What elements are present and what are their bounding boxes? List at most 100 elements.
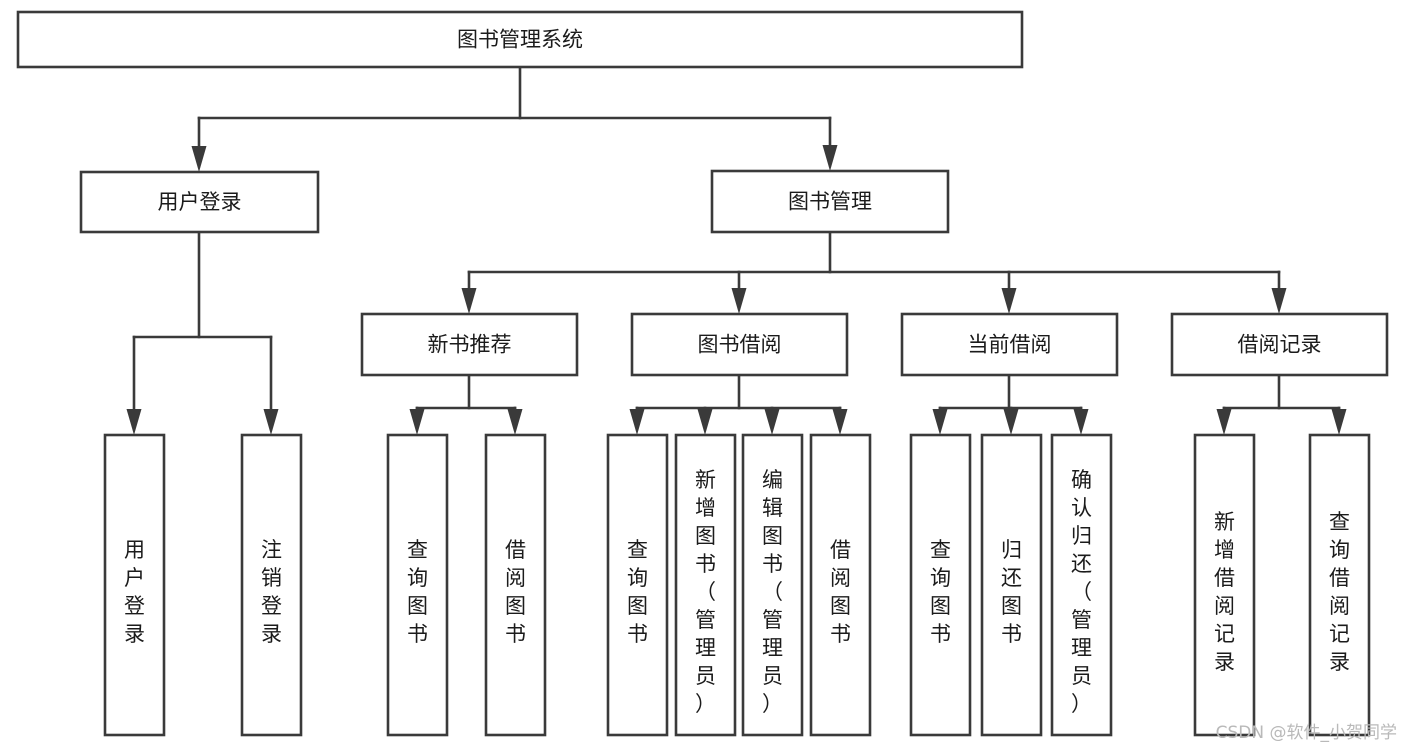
level2-node-user-login-label: 用户登录 bbox=[158, 190, 242, 214]
level3-node-book-borrow-rect[interactable] bbox=[630, 312, 849, 377]
leaf-node-leaf-add-book-rect[interactable] bbox=[674, 433, 737, 737]
leaf-node-leaf-logout-login-rect[interactable] bbox=[240, 433, 303, 737]
leaf-node-leaf-return-book-char: 还 bbox=[1001, 566, 1022, 590]
leaf-node-leaf-query-book-2-rect[interactable] bbox=[606, 433, 669, 737]
leaf-node-leaf-edit-book-char: （ bbox=[762, 580, 783, 604]
level2-node-user-login-rect[interactable] bbox=[79, 170, 320, 234]
leaf-node-leaf-logout-login-char: 录 bbox=[261, 622, 282, 646]
leaf-node-leaf-logout-login-char: 登 bbox=[261, 594, 282, 618]
level3-node-book-borrow[interactable]: 图书借阅 bbox=[630, 312, 849, 377]
leaf-node-leaf-query-book-2-char: 图 bbox=[627, 594, 648, 618]
leaf-node-leaf-borrow-book-2-rect[interactable] bbox=[809, 433, 872, 737]
leaf-node-leaf-query-book-1-rect[interactable] bbox=[386, 433, 449, 737]
leaf-node-leaf-confirm-return-rect[interactable] bbox=[1050, 433, 1113, 737]
leaf-node-leaf-query-book-1-char: 询 bbox=[407, 566, 428, 590]
leaf-node-leaf-query-book-1-char: 图 bbox=[407, 594, 428, 618]
leaf-node-leaf-add-book-char: 新 bbox=[695, 468, 716, 492]
root-node-book-management-system-rect[interactable] bbox=[16, 10, 1024, 69]
leaf-node-leaf-query-borrow-record-char: 录 bbox=[1329, 650, 1350, 674]
leaf-node-leaf-return-book-char: 书 bbox=[1001, 622, 1022, 646]
leaf-node-leaf-edit-book-char: 图 bbox=[762, 524, 783, 548]
leaf-node-leaf-edit-book-rect[interactable] bbox=[741, 433, 804, 737]
leaf-node-leaf-query-book-3-char: 图 bbox=[930, 594, 951, 618]
level3-node-new-book-recommend[interactable]: 新书推荐 bbox=[360, 312, 579, 377]
leaf-node-leaf-query-borrow-record-rect[interactable] bbox=[1308, 433, 1371, 737]
leaf-node-leaf-borrow-book-1-rect[interactable] bbox=[484, 433, 547, 737]
root-node-book-management-system[interactable]: 图书管理系统 bbox=[16, 10, 1024, 69]
leaf-node-leaf-query-book-1-char: 书 bbox=[407, 622, 428, 646]
leaf-node-leaf-edit-book-char: 管 bbox=[762, 608, 783, 632]
leaf-node-leaf-query-borrow-record-char: 记 bbox=[1329, 622, 1350, 646]
arrow-head-icon bbox=[409, 409, 425, 435]
arrow-head-icon bbox=[1003, 409, 1019, 435]
leaf-node-leaf-confirm-return-char: 归 bbox=[1071, 524, 1092, 548]
leaf-node-leaf-user-login-rect[interactable] bbox=[103, 433, 166, 737]
level3-node-borrow-record-label: 借阅记录 bbox=[1238, 333, 1322, 357]
arrow-head-icon bbox=[1073, 409, 1089, 435]
arrow-head-icon bbox=[1271, 288, 1287, 314]
leaf-node-leaf-user-login-label: 用户登录 bbox=[124, 538, 145, 646]
arrow-head-icon bbox=[263, 409, 279, 435]
leaf-node-leaf-edit-book-char: 辑 bbox=[762, 496, 783, 520]
leaf-node-leaf-add-borrow-record-char: 记 bbox=[1214, 622, 1235, 646]
leaf-node-leaf-add-borrow-record-char: 阅 bbox=[1214, 594, 1235, 618]
level3-node-borrow-record-rect[interactable] bbox=[1170, 312, 1389, 377]
level3-node-current-borrow-rect[interactable] bbox=[900, 312, 1119, 377]
leaf-node-leaf-add-book-char: 理 bbox=[695, 636, 716, 660]
arrow-head-icon bbox=[932, 409, 948, 435]
level2-node-book-manage[interactable]: 图书管理 bbox=[710, 169, 950, 234]
level2-node-user-login[interactable]: 用户登录 bbox=[79, 170, 320, 234]
arrow-head-icon bbox=[731, 288, 747, 314]
arrow-head-icon bbox=[822, 145, 838, 171]
arrow-head-icon bbox=[126, 409, 142, 435]
leaf-node-leaf-return-book-rect[interactable] bbox=[980, 433, 1043, 737]
leaf-node-leaf-confirm-return-char: 员 bbox=[1071, 664, 1092, 688]
leaf-node-leaf-query-book-3-char: 查 bbox=[930, 538, 951, 562]
leaf-node-leaf-edit-book-char: 编 bbox=[762, 468, 783, 492]
leaf-node-leaf-confirm-return-char: 确 bbox=[1071, 468, 1092, 492]
leaf-node-leaf-query-book-3-char: 书 bbox=[930, 622, 951, 646]
leaf-node-leaf-user-login[interactable]: 用户登录 bbox=[103, 433, 166, 737]
level3-node-borrow-record[interactable]: 借阅记录 bbox=[1170, 312, 1389, 377]
leaf-node-leaf-return-book-char: 图 bbox=[1001, 594, 1022, 618]
level3-node-new-book-recommend-rect[interactable] bbox=[360, 312, 579, 377]
leaf-node-leaf-borrow-book-1-char: 书 bbox=[505, 622, 526, 646]
level3-node-current-borrow[interactable]: 当前借阅 bbox=[900, 312, 1119, 377]
connector-layer bbox=[126, 65, 1347, 435]
leaf-node-leaf-add-borrow-record-char: 借 bbox=[1214, 566, 1235, 590]
leaf-node-leaf-add-borrow-record-rect[interactable] bbox=[1193, 433, 1256, 737]
leaf-node-leaf-query-book-3-char: 询 bbox=[930, 566, 951, 590]
leaf-node-leaf-query-borrow-record-char: 阅 bbox=[1329, 594, 1350, 618]
arrow-head-icon bbox=[1331, 409, 1347, 435]
leaf-node-leaf-logout-login-char: 销 bbox=[261, 566, 282, 590]
root-node-book-management-system-label: 图书管理系统 bbox=[457, 28, 583, 52]
leaf-node-leaf-user-login-char: 户 bbox=[124, 566, 145, 590]
arrow-head-icon bbox=[1216, 409, 1232, 435]
leaf-node-leaf-confirm-return-char: （ bbox=[1071, 580, 1092, 604]
leaf-node-leaf-query-book-3-rect[interactable] bbox=[909, 433, 972, 737]
level2-node-book-manage-rect[interactable] bbox=[710, 169, 950, 234]
leaf-node-leaf-borrow-book-2-char: 借 bbox=[830, 538, 851, 562]
leaf-node-leaf-add-borrow-record-char: 新 bbox=[1214, 510, 1235, 534]
level3-node-book-borrow-label: 图书借阅 bbox=[698, 333, 782, 357]
